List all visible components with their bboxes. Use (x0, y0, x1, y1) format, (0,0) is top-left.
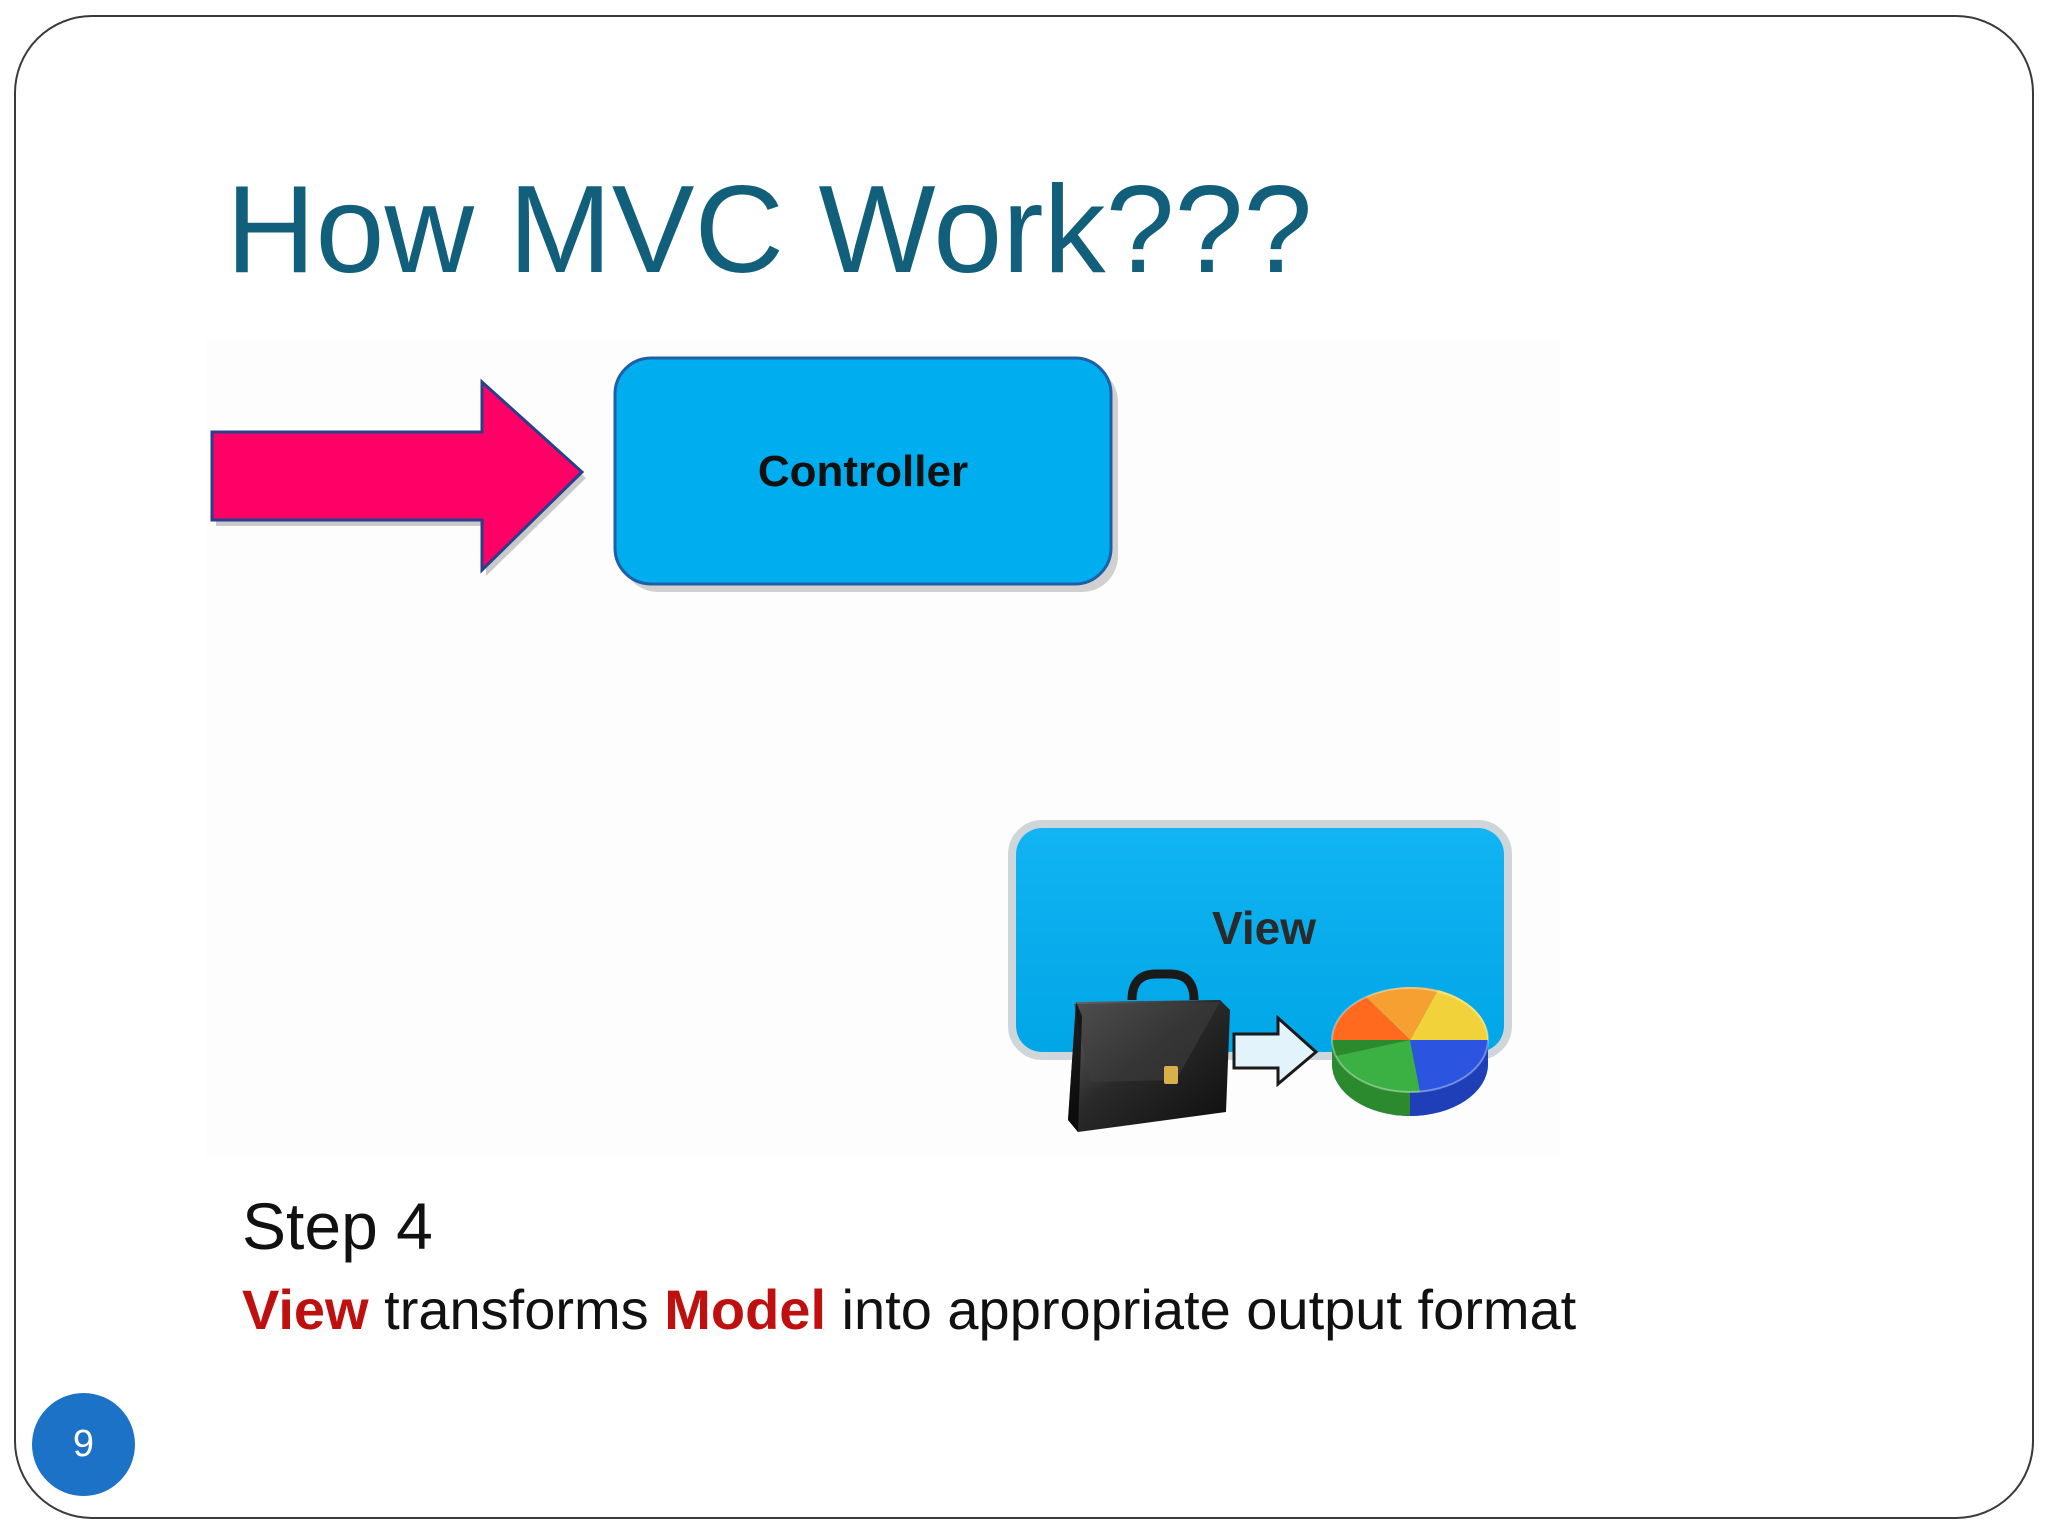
mvc-diagram: Controller View (206, 340, 1560, 1156)
step-heading: Step 4 (242, 1189, 433, 1263)
page-number-badge: 9 (32, 1393, 135, 1496)
step-text-2: into appropriate output format (826, 1278, 1577, 1341)
view-label: View (1212, 902, 1316, 954)
step-text-1: transforms (368, 1278, 665, 1341)
light-blue-arrow-icon (1232, 1014, 1319, 1088)
step-description: View transforms Model into appropriate o… (242, 1278, 1576, 1342)
controller-label: Controller (757, 447, 969, 496)
pink-arrow-icon (210, 378, 586, 576)
controller-box (613, 356, 1118, 592)
keyword-view: View (242, 1278, 369, 1341)
slide-title: How MVC Work??? (226, 161, 1313, 299)
briefcase-icon (1068, 969, 1230, 1132)
pie-chart-icon (1331, 987, 1489, 1116)
keyword-model: Model (664, 1278, 826, 1341)
